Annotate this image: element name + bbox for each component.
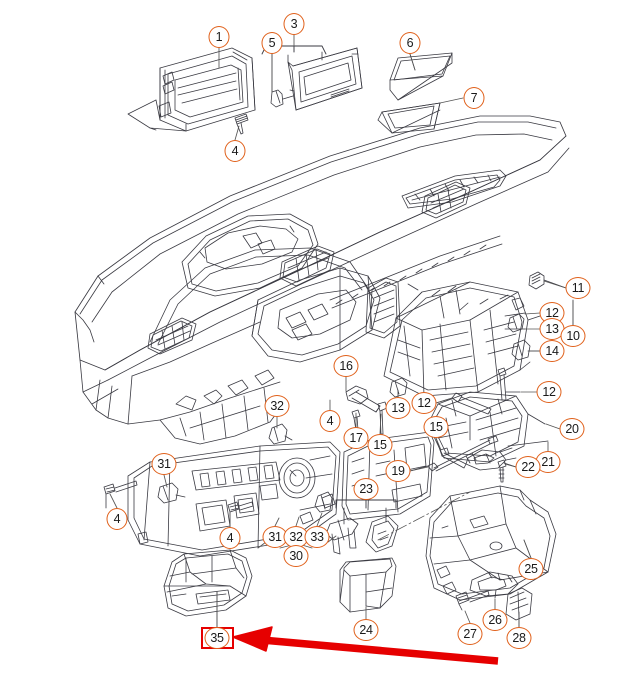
callout-17[interactable]: 17 xyxy=(343,427,369,449)
callout-6[interactable]: 6 xyxy=(399,32,421,54)
callout-23[interactable]: 23 xyxy=(353,478,379,500)
part-13-clip-a xyxy=(507,313,525,333)
part-4-screw-a xyxy=(234,113,249,135)
part-10-hvac-housing xyxy=(383,281,574,397)
callout-22[interactable]: 22 xyxy=(515,456,541,478)
part-24-storage-bin xyxy=(339,557,397,613)
callout-7[interactable]: 7 xyxy=(463,87,485,109)
callout-12[interactable]: 12 xyxy=(411,392,437,414)
callout-1[interactable]: 1 xyxy=(208,26,230,48)
alignment-centerline xyxy=(377,491,471,541)
part-31-clip xyxy=(157,482,186,504)
callout-15[interactable]: 15 xyxy=(367,434,393,456)
main-dashboard-assembly xyxy=(74,115,570,445)
callout-13[interactable]: 13 xyxy=(385,397,411,419)
callout-24[interactable]: 24 xyxy=(353,619,379,641)
callout-4[interactable]: 4 xyxy=(224,140,246,162)
part-21-latch xyxy=(465,447,517,471)
callout-28[interactable]: 28 xyxy=(506,627,532,649)
callout-15[interactable]: 15 xyxy=(423,416,449,438)
callout-31[interactable]: 31 xyxy=(262,526,288,548)
part-16-bracket xyxy=(345,385,381,413)
callout-33[interactable]: 33 xyxy=(304,526,330,548)
part-35-lower-compartment xyxy=(163,549,253,628)
part-32-clip-upper xyxy=(268,423,293,445)
part-20-glovebox-frame xyxy=(427,391,549,463)
part-33-clip xyxy=(314,491,333,513)
part-4-screw-left xyxy=(103,480,138,509)
callout-21[interactable]: 21 xyxy=(535,451,561,473)
highlight-arrow xyxy=(232,626,499,665)
callout-35[interactable]: 35 xyxy=(204,627,230,649)
part-1-console-bezel xyxy=(127,47,256,132)
callout-30[interactable]: 30 xyxy=(283,545,309,567)
callout-12[interactable]: 12 xyxy=(536,381,562,403)
callout-14[interactable]: 14 xyxy=(539,340,565,362)
callout-4[interactable]: 4 xyxy=(319,410,341,432)
callout-25[interactable]: 25 xyxy=(518,558,544,580)
callout-26[interactable]: 26 xyxy=(482,609,508,631)
callout-5[interactable]: 5 xyxy=(261,32,283,54)
callout-31[interactable]: 31 xyxy=(151,453,177,475)
leader-lines xyxy=(109,34,574,628)
panel-dial xyxy=(278,457,316,499)
part-27-screw xyxy=(455,590,490,611)
part-7-lower-trim xyxy=(377,102,441,134)
callout-10[interactable]: 10 xyxy=(560,325,586,347)
callout-4[interactable]: 4 xyxy=(106,508,128,530)
callout-27[interactable]: 27 xyxy=(457,623,483,645)
lower-trim-panel-assembly xyxy=(127,441,341,557)
callout-11[interactable]: 11 xyxy=(565,277,591,299)
callout-32[interactable]: 32 xyxy=(264,395,290,417)
callout-20[interactable]: 20 xyxy=(559,418,585,440)
callout-4[interactable]: 4 xyxy=(219,527,241,549)
callout-16[interactable]: 16 xyxy=(333,355,359,377)
callout-3[interactable]: 3 xyxy=(283,13,305,35)
callout-19[interactable]: 19 xyxy=(385,460,411,482)
part-26-latch xyxy=(469,571,519,599)
